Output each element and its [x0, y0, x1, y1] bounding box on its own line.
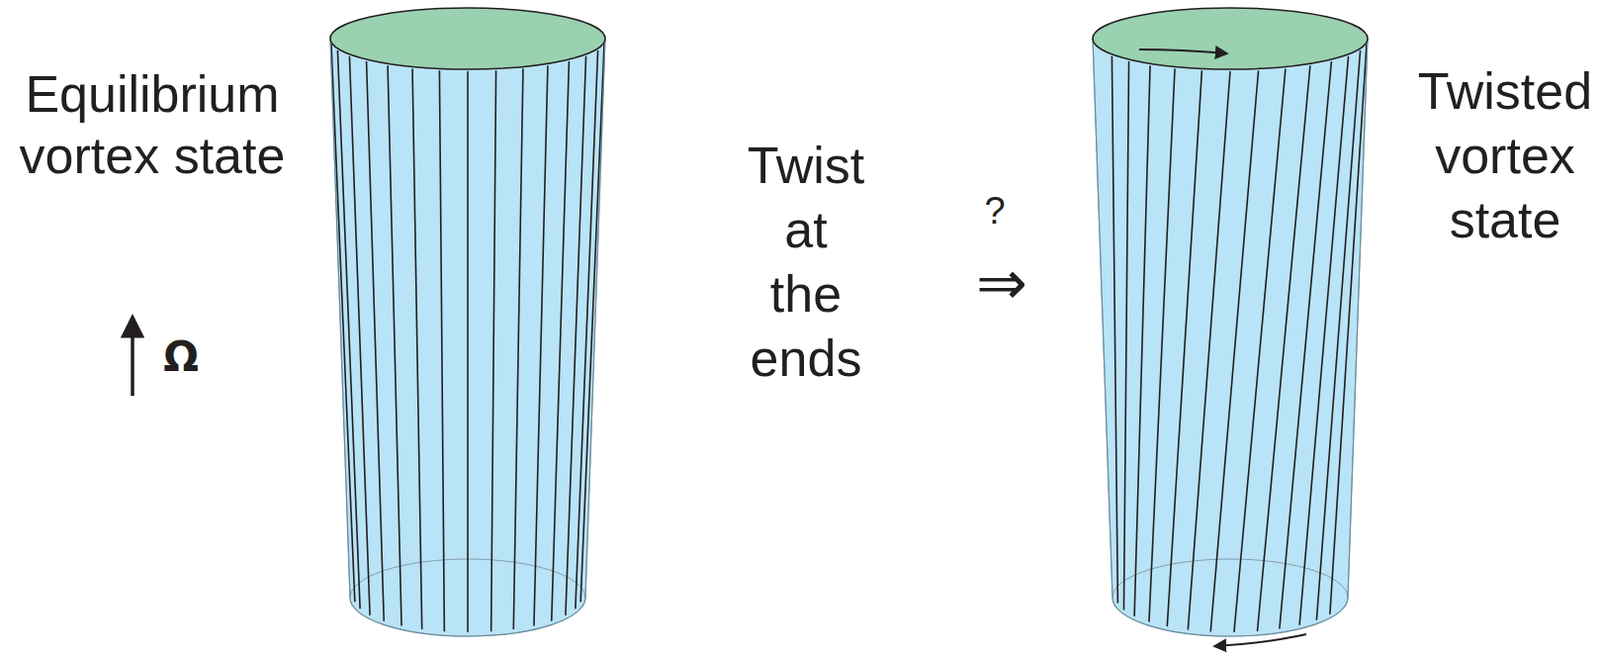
vortex-line — [551, 61, 570, 622]
question-mark: ? — [983, 187, 1005, 234]
twist-arrow — [1215, 633, 1307, 646]
vortex-line — [1111, 56, 1118, 604]
twist-arrow — [1139, 49, 1227, 54]
vortex-line — [1166, 70, 1202, 626]
vortex-line — [1210, 70, 1258, 631]
vortex-line — [1316, 50, 1360, 621]
cylinder-outline — [330, 38, 606, 636]
vortex-line — [1234, 68, 1286, 632]
vortex-line — [1330, 44, 1367, 615]
equilibrium-cylinder — [330, 7, 606, 636]
bottom-back-edge — [1112, 558, 1348, 598]
vortex-line — [1134, 65, 1151, 617]
vortex-line — [491, 70, 497, 631]
vortex-line — [1299, 56, 1348, 625]
vortex-line — [533, 65, 548, 625]
implies-arrow: ⇒ — [976, 247, 1028, 319]
vortex-line — [366, 61, 385, 622]
vortex-line — [439, 70, 445, 631]
vortex-line — [349, 56, 370, 616]
vortex-line — [580, 44, 605, 602]
process-label: Twist at the ends — [747, 133, 865, 391]
vortex-line — [331, 44, 356, 602]
state-label: Twisted vortex state — [1418, 59, 1593, 253]
state-label: Equilibrium vortex state — [3, 63, 301, 186]
vortex-line — [1149, 68, 1175, 622]
cylinder-body — [330, 38, 606, 636]
cylinder-top — [330, 7, 606, 70]
vortex-line — [513, 68, 524, 629]
vortex-line — [1123, 61, 1129, 610]
cylinder-body — [1092, 38, 1368, 636]
cylinder-top — [1092, 7, 1368, 70]
omega-symbol: Ω — [163, 332, 199, 382]
vortex-line — [1187, 71, 1231, 630]
rotation-arrow — [130, 318, 135, 396]
vortex-line — [1256, 65, 1310, 631]
cylinder-outline — [1092, 38, 1368, 636]
vortex-line — [466, 71, 469, 632]
vortex-line — [387, 65, 402, 625]
vortex-line — [412, 68, 423, 629]
twisted-cylinder — [1092, 7, 1368, 646]
